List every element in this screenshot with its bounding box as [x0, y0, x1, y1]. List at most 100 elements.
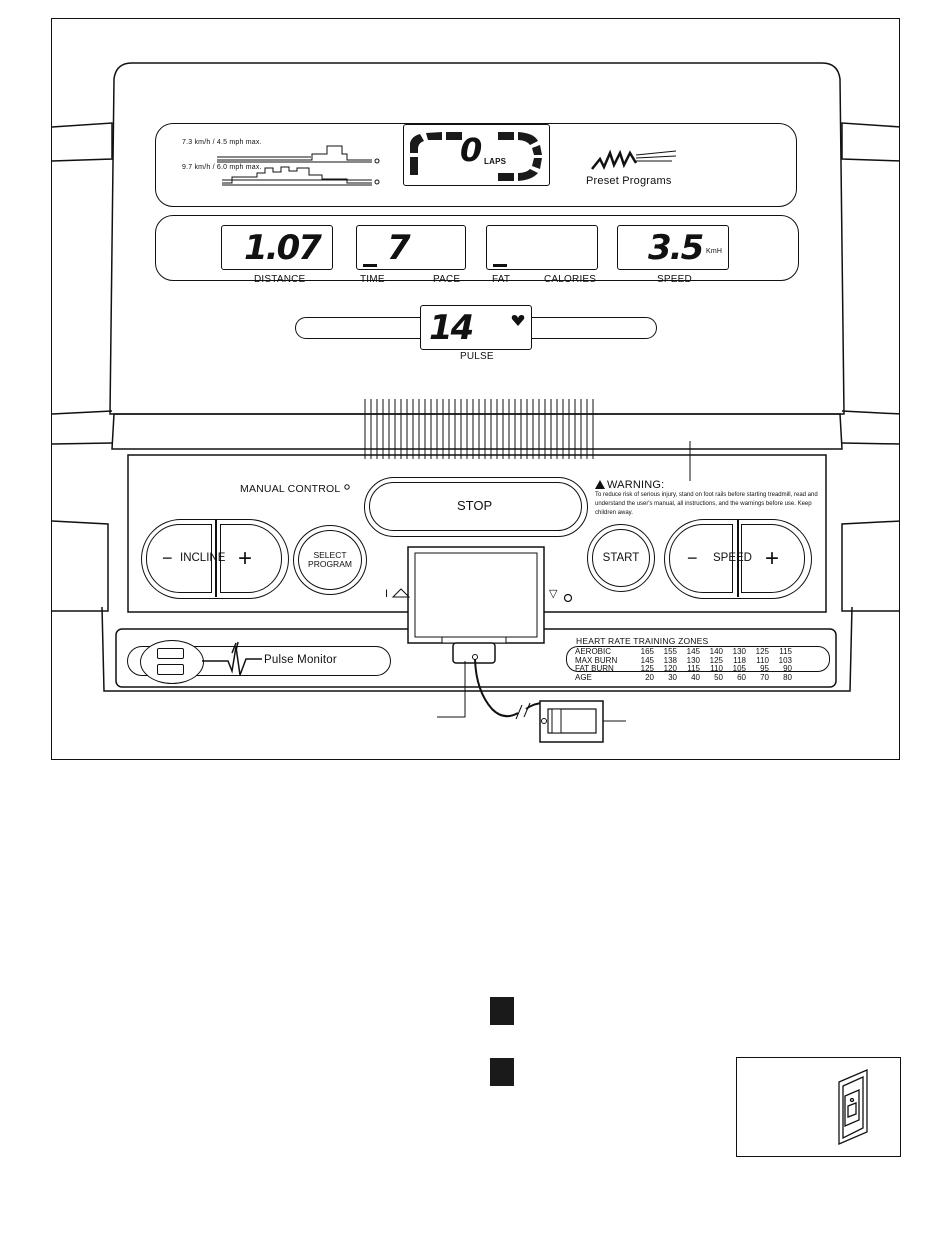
- incline-label: INCLINE: [180, 552, 226, 564]
- incline-plus-icon: +: [238, 545, 253, 572]
- speed-plus-icon: +: [765, 545, 780, 572]
- zone-cell: 165: [640, 647, 654, 656]
- incline-minus-icon: −: [162, 548, 173, 568]
- console-outline: [52, 62, 899, 743]
- track-digit: 0: [460, 131, 482, 169]
- track-lap-segments: [410, 132, 542, 181]
- select-program-label: SELECT PROGRAM: [308, 551, 352, 569]
- stop-button[interactable]: STOP: [364, 477, 588, 537]
- zone-cell: 90: [783, 664, 792, 674]
- distance-label: DISTANCE: [254, 274, 306, 285]
- start-label: START: [602, 552, 640, 564]
- key-mark-left: I: [385, 588, 389, 600]
- zone-cell: 155: [663, 647, 677, 656]
- pulse-wave-icon: [202, 641, 262, 676]
- power-switch-icon: [838, 1069, 868, 1145]
- time-pace-display: 7: [356, 225, 466, 270]
- zone-cell: 60: [737, 672, 746, 682]
- warning-title: WARNING:: [607, 479, 665, 491]
- heart-rate-zones-title: HEART RATE TRAINING ZONES: [576, 636, 709, 646]
- speed-up-button[interactable]: [741, 524, 805, 593]
- pulse-monitor-grip: [127, 646, 391, 676]
- speed-value: 3.5: [648, 228, 704, 268]
- step-marker-2: [490, 1058, 514, 1086]
- step-marker-1: [490, 997, 514, 1025]
- zone-cell: 20: [645, 672, 654, 682]
- distance-display: 1.07: [221, 225, 333, 270]
- console-diagram-frame: 7.3 km/h / 4.5 mph max. 9.7 km/h / 6.0 m…: [51, 18, 900, 760]
- speed-down-button[interactable]: [669, 524, 733, 593]
- select-program-line2: PROGRAM: [308, 559, 352, 569]
- zone-cell: 118: [733, 655, 746, 665]
- zone-row-name: AGE: [575, 672, 592, 682]
- incline-divider: [215, 520, 217, 597]
- heart-rate-zones-oval: [566, 646, 830, 672]
- zone-cell: 40: [691, 672, 700, 682]
- zone-row-name: MAX BURN: [575, 655, 618, 665]
- fat-indicator: [493, 264, 507, 267]
- incline-up-button[interactable]: [220, 524, 282, 593]
- speed-divider: [737, 520, 739, 597]
- zone-row: AEROBIC 165 155 145 140 130 125 115: [575, 647, 797, 657]
- pace-label: PACE: [433, 274, 461, 285]
- time-label: TIME: [360, 274, 385, 285]
- laps-label: LAPS: [484, 157, 507, 166]
- time-indicator: [363, 264, 377, 267]
- preset-programs-logo-icon: [591, 149, 677, 170]
- zone-cell: 115: [687, 664, 700, 674]
- key-mark-right: ▽: [549, 588, 558, 600]
- zone-cell: 138: [663, 655, 677, 665]
- zone-cell: 30: [668, 672, 677, 682]
- zone-cell: 105: [732, 664, 746, 674]
- stop-label: STOP: [457, 498, 493, 513]
- zone-cell: 130: [732, 647, 746, 656]
- select-program-line1: SELECT: [313, 550, 347, 560]
- speed-display: 3.5 KmH: [617, 225, 729, 270]
- zone-cell: 130: [686, 655, 700, 665]
- zone-cell: 140: [709, 647, 723, 656]
- speed-minus-icon: −: [687, 548, 698, 568]
- zone-cell: 50: [714, 672, 723, 682]
- profile-label-2: 9.7 km/h / 6.0 mph max.: [182, 164, 262, 171]
- fat-calories-display: [486, 225, 598, 270]
- warning-icon: [595, 480, 605, 489]
- speed-button-label: SPEED: [713, 552, 752, 564]
- pulse-sensor-bottom: [157, 664, 184, 675]
- calories-label: CALORIES: [544, 274, 597, 285]
- speed-label: SPEED: [657, 274, 692, 285]
- distance-value: 1.07: [244, 228, 322, 268]
- manual-control-label: MANUAL CONTROL: [240, 483, 341, 495]
- speed-button[interactable]: − SPEED +: [664, 519, 812, 599]
- zone-cell: 110: [710, 664, 723, 674]
- preset-programs-label: Preset Programs: [586, 175, 672, 187]
- stop-button-inner: [369, 482, 582, 531]
- time-value: 7: [387, 228, 411, 268]
- zone-cell: 145: [640, 655, 654, 665]
- zone-cell: 110: [756, 655, 769, 665]
- fat-label: FAT: [492, 274, 511, 285]
- zone-cell: 115: [779, 647, 792, 656]
- zone-cell: 125: [755, 647, 769, 656]
- profile-label-1: 7.3 km/h / 4.5 mph max.: [182, 139, 262, 146]
- incline-button[interactable]: − INCLINE +: [141, 519, 289, 599]
- program-panel: [155, 123, 797, 207]
- speed-profile-graphs: [217, 145, 380, 186]
- zone-cell: 95: [760, 664, 769, 674]
- zone-cell: 145: [686, 647, 700, 656]
- track-display: 0 LAPS: [403, 124, 550, 186]
- incline-down-button[interactable]: [146, 524, 212, 593]
- speed-unit: KmH: [706, 248, 723, 255]
- zone-cell: 125: [640, 664, 654, 674]
- start-button[interactable]: START: [587, 524, 655, 592]
- select-program-button[interactable]: SELECT PROGRAM: [293, 525, 367, 595]
- zone-row-name: FAT BURN: [575, 664, 614, 674]
- pulse-sensor-top: [157, 648, 184, 659]
- pulse-monitor-label: Pulse Monitor: [264, 654, 337, 666]
- power-switch-inset: [736, 1057, 901, 1157]
- zone-cell: 70: [760, 672, 769, 682]
- zone-row-name: AEROBIC: [575, 647, 612, 656]
